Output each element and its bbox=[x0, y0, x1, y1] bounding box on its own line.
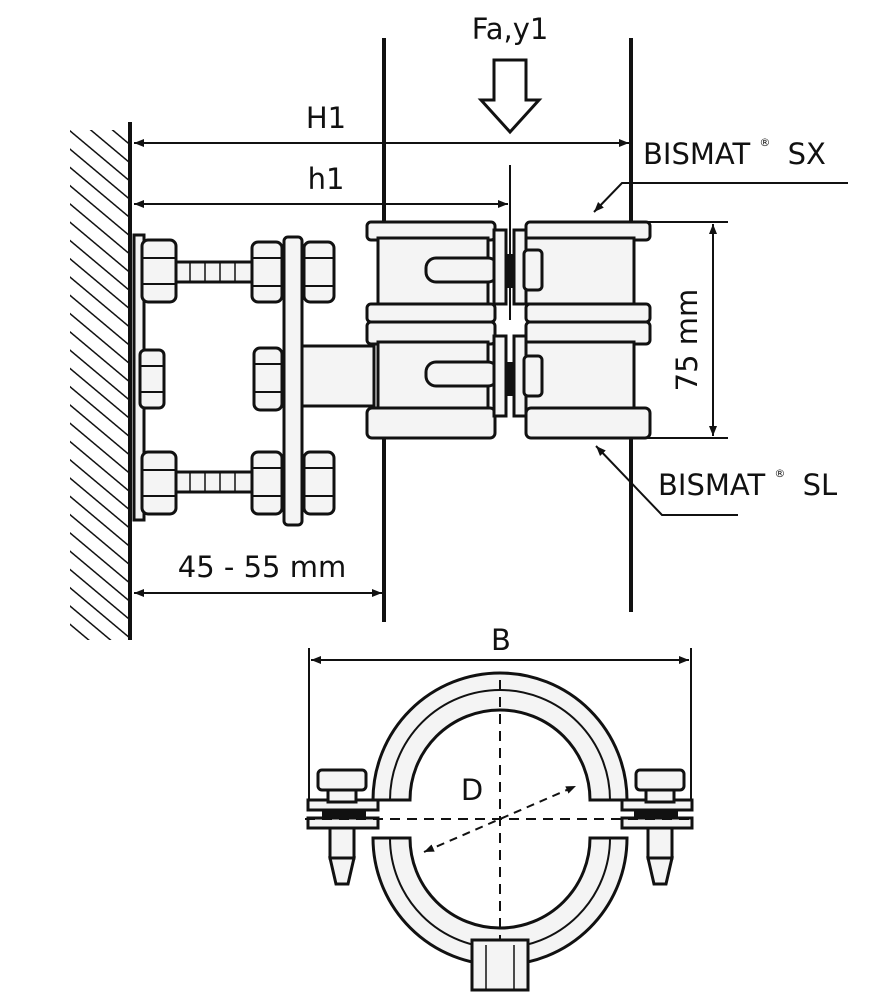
wall-gap-label: 45 - 55 mm bbox=[178, 550, 346, 584]
force-arrow bbox=[477, 58, 543, 135]
diameter-label: D bbox=[461, 773, 483, 807]
height-label: 75 mm bbox=[670, 289, 704, 392]
width-label: B bbox=[491, 623, 511, 657]
clamp-front-view bbox=[305, 648, 694, 992]
clamp-side-view bbox=[132, 220, 652, 527]
leader-top bbox=[593, 182, 848, 213]
force-label: Fa,y1 bbox=[472, 12, 549, 46]
dimension-h1 bbox=[134, 165, 511, 320]
wall bbox=[40, 120, 132, 650]
product-bottom-label: BISMAT ® SL bbox=[658, 450, 837, 502]
leader-bottom bbox=[595, 445, 738, 516]
product-top-label: BISMAT ® SX bbox=[643, 119, 826, 171]
h1-label: h1 bbox=[308, 162, 345, 196]
H1-label: H1 bbox=[306, 101, 346, 135]
dimension-height bbox=[640, 221, 728, 439]
